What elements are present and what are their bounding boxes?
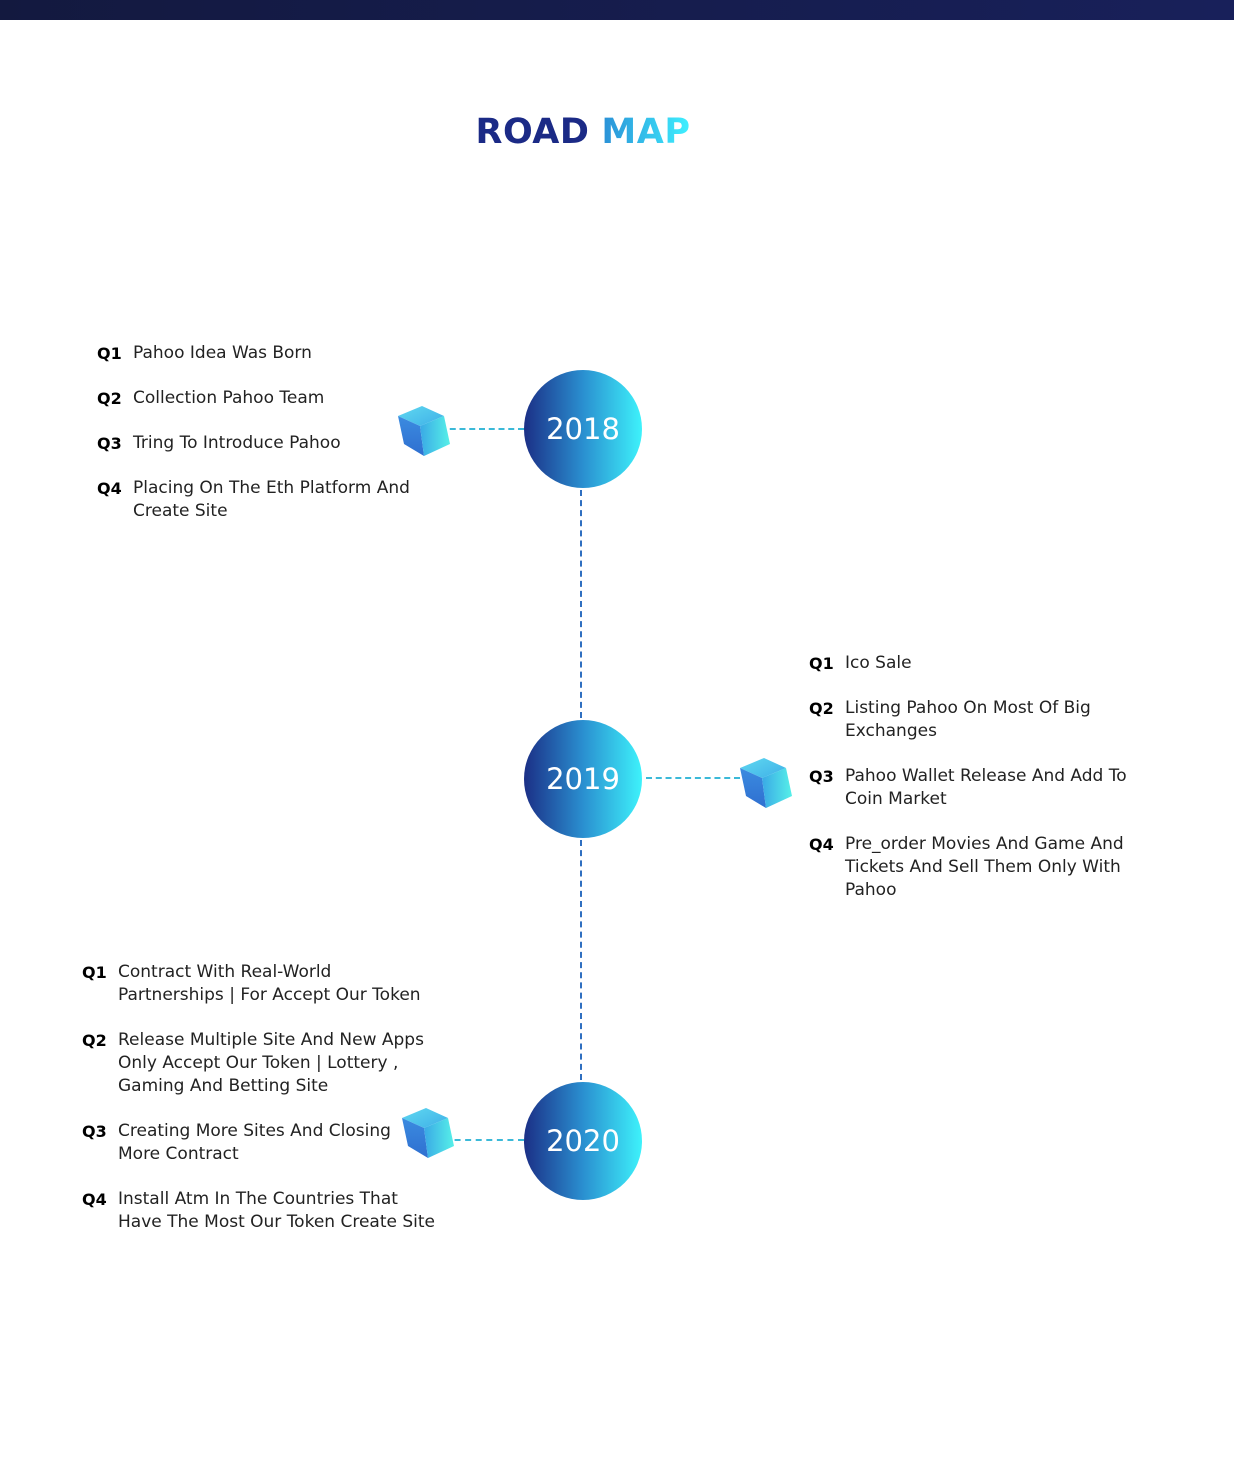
milestone-circle-2018: 2018 <box>524 370 642 488</box>
milestone-2019-items: Q1 Ico Sale Q2 Listing Pahoo On Most Of … <box>809 652 1154 924</box>
milestone-year: 2018 <box>546 412 620 446</box>
title-word-map: MAP <box>601 112 691 152</box>
quarter-label: Q2 <box>809 699 834 718</box>
milestone-year: 2019 <box>546 762 620 796</box>
milestone-2020-items: Q1 Contract With Real-World Partnerships… <box>82 961 437 1256</box>
list-item: Q2 Listing Pahoo On Most Of Big Exchange… <box>809 697 1154 743</box>
item-text: Pahoo Wallet Release And Add To Coin Mar… <box>845 766 1127 809</box>
quarter-label: Q3 <box>97 434 122 453</box>
branch-connector-2020 <box>444 1139 524 1141</box>
item-text: Tring To Introduce Pahoo <box>133 433 341 453</box>
quarter-label: Q4 <box>809 835 834 854</box>
item-text: Pahoo Idea Was Born <box>133 343 312 363</box>
list-item: Q4 Placing On The Eth Platform And Creat… <box>97 477 437 523</box>
milestone-year: 2020 <box>546 1124 620 1158</box>
item-text: Contract With Real-World Partnerships | … <box>118 962 421 1005</box>
timeline-connector-1 <box>580 490 582 718</box>
list-item: Q1 Ico Sale <box>809 652 1154 675</box>
list-item: Q3 Creating More Sites And Closing More … <box>82 1120 437 1166</box>
item-text: Release Multiple Site And New Apps Only … <box>118 1030 424 1096</box>
milestone-2018-items: Q1 Pahoo Idea Was Born Q2 Collection Pah… <box>97 342 437 545</box>
title-word-road: ROAD <box>475 112 590 152</box>
page-title: ROAD MAP <box>0 112 1166 152</box>
list-item: Q2 Collection Pahoo Team <box>97 387 437 410</box>
item-text: Placing On The Eth Platform And Create S… <box>133 478 410 521</box>
milestone-circle-2019: 2019 <box>524 720 642 838</box>
item-text: Ico Sale <box>845 653 912 673</box>
item-text: Collection Pahoo Team <box>133 388 325 408</box>
quarter-label: Q1 <box>97 344 122 363</box>
list-item: Q4 Install Atm In The Countries That Hav… <box>82 1188 437 1234</box>
list-item: Q2 Release Multiple Site And New Apps On… <box>82 1029 437 1098</box>
item-text: Pre_order Movies And Game And Tickets An… <box>845 834 1124 900</box>
branch-connector-2018 <box>440 428 524 430</box>
list-item: Q3 Pahoo Wallet Release And Add To Coin … <box>809 765 1154 811</box>
cube-icon <box>740 758 792 808</box>
list-item: Q1 Pahoo Idea Was Born <box>97 342 437 365</box>
quarter-label: Q2 <box>82 1031 107 1050</box>
quarter-label: Q2 <box>97 389 122 408</box>
item-text: Install Atm In The Countries That Have T… <box>118 1189 435 1232</box>
item-text: Listing Pahoo On Most Of Big Exchanges <box>845 698 1091 741</box>
top-bar <box>0 0 1234 20</box>
list-item: Q3 Tring To Introduce Pahoo <box>97 432 437 455</box>
quarter-label: Q4 <box>82 1190 107 1209</box>
quarter-label: Q1 <box>809 654 834 673</box>
quarter-label: Q3 <box>82 1122 107 1141</box>
item-text: Creating More Sites And Closing More Con… <box>118 1121 391 1164</box>
list-item: Q4 Pre_order Movies And Game And Tickets… <box>809 833 1154 902</box>
branch-connector-2019 <box>646 777 740 779</box>
milestone-circle-2020: 2020 <box>524 1082 642 1200</box>
cube-icon <box>402 1108 454 1158</box>
timeline-connector-2 <box>580 840 582 1080</box>
quarter-label: Q3 <box>809 767 834 786</box>
quarter-label: Q4 <box>97 479 122 498</box>
quarter-label: Q1 <box>82 963 107 982</box>
cube-icon <box>398 406 450 456</box>
list-item: Q1 Contract With Real-World Partnerships… <box>82 961 437 1007</box>
